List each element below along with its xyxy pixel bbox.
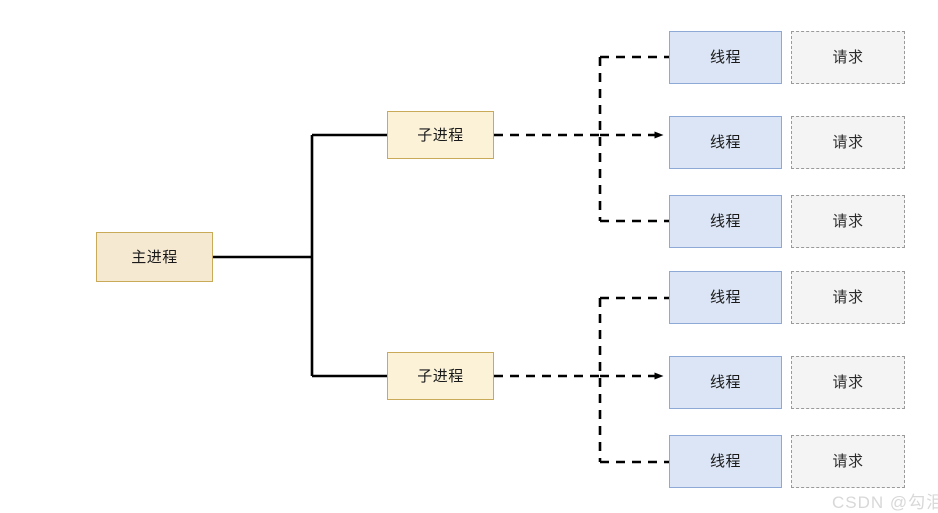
node-request-2-3[interactable]: 请求 (791, 435, 905, 488)
node-main-process[interactable]: 主进程 (96, 232, 213, 282)
node-thread-1-3[interactable]: 线程 (669, 195, 782, 248)
node-request-2-1[interactable]: 请求 (791, 271, 905, 324)
node-thread-2-3[interactable]: 线程 (669, 435, 782, 488)
node-thread-2-2[interactable]: 线程 (669, 356, 782, 409)
node-sub-process-2[interactable]: 子进程 (387, 352, 494, 400)
node-request-1-3[interactable]: 请求 (791, 195, 905, 248)
node-thread-1-1[interactable]: 线程 (669, 31, 782, 84)
node-thread-1-2[interactable]: 线程 (669, 116, 782, 169)
node-request-1-1[interactable]: 请求 (791, 31, 905, 84)
csdn-watermark: CSDN @勾泪 (832, 493, 938, 512)
node-request-2-2[interactable]: 请求 (791, 356, 905, 409)
node-request-1-2[interactable]: 请求 (791, 116, 905, 169)
node-thread-2-1[interactable]: 线程 (669, 271, 782, 324)
node-sub-process-1[interactable]: 子进程 (387, 111, 494, 159)
